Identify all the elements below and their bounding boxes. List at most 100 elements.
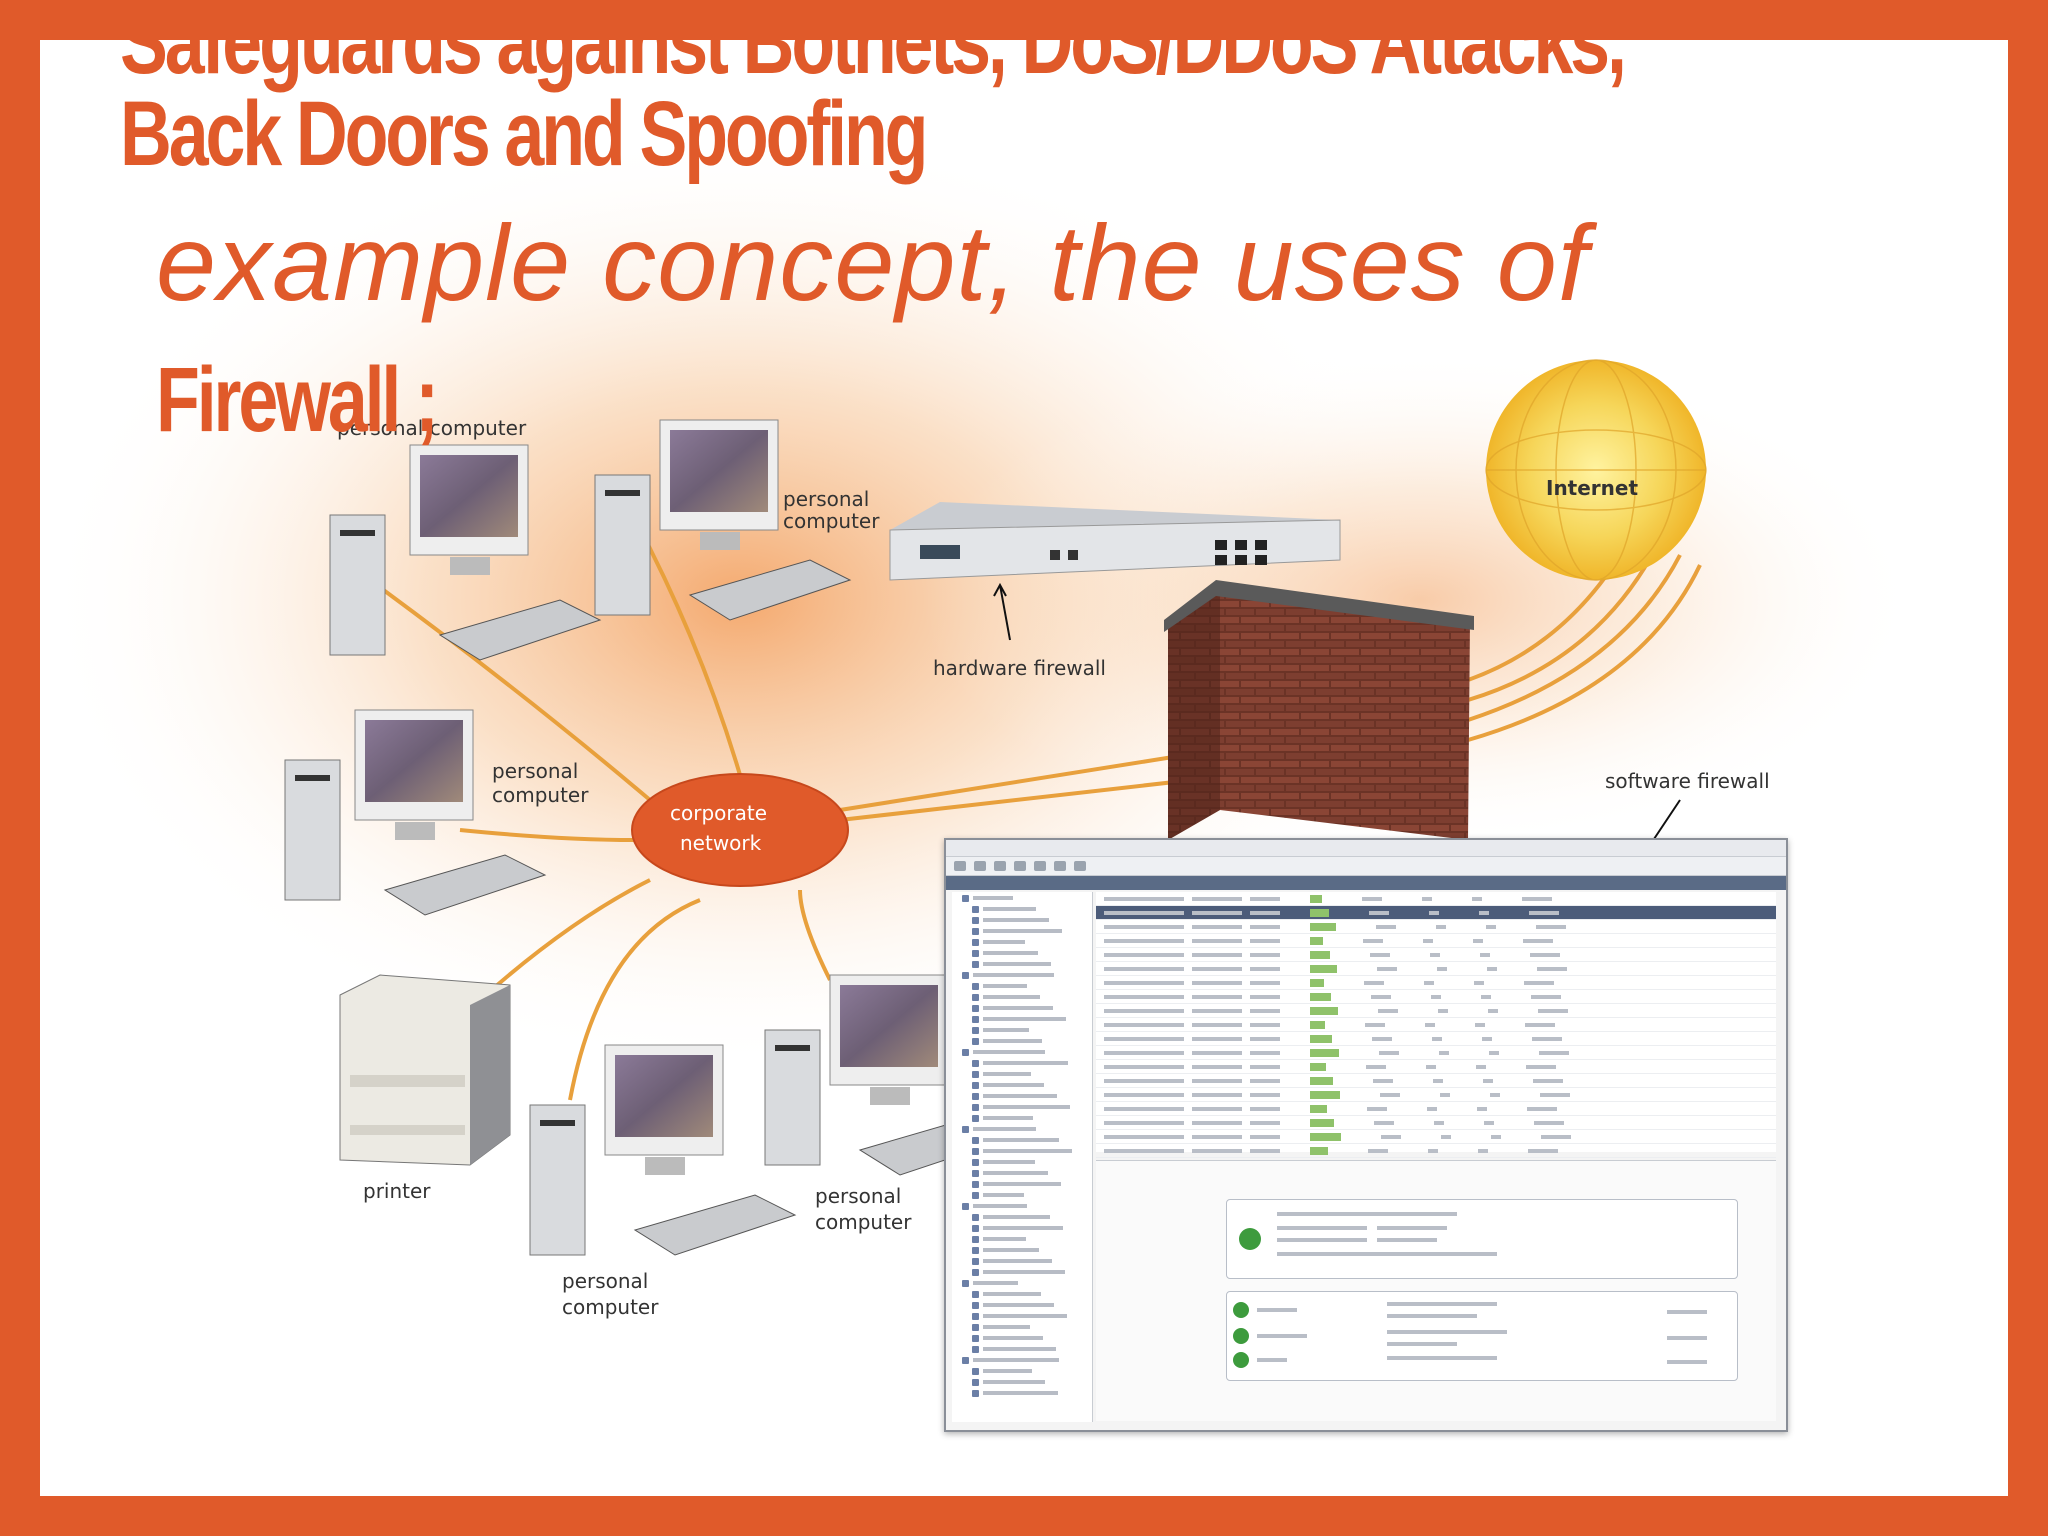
window-table-panel	[1096, 892, 1776, 1158]
detail-card-status	[1226, 1291, 1738, 1381]
tree-row	[972, 904, 1092, 914]
internet-label: Internet	[1546, 476, 1638, 500]
tree-row	[972, 1168, 1092, 1178]
tree-row	[972, 1300, 1092, 1310]
tree-row	[972, 1311, 1092, 1321]
tree-row	[972, 1025, 1092, 1035]
tree-row	[972, 1179, 1092, 1189]
window-tree-panel	[952, 892, 1093, 1422]
table-row	[1096, 990, 1776, 1004]
tree-row	[962, 1278, 1092, 1288]
tree-row	[972, 1190, 1092, 1200]
table-row	[1096, 1018, 1776, 1032]
tree-row	[962, 1201, 1092, 1211]
pc-label-top-mid-1: personal	[783, 487, 869, 511]
tree-row	[962, 1047, 1092, 1057]
printer-label: printer	[363, 1179, 431, 1203]
computer-icon	[529, 1044, 797, 1256]
table-row	[1096, 892, 1776, 906]
tree-row	[972, 981, 1092, 991]
slide-subtitle: example concept, the uses of	[156, 202, 1589, 323]
pc-label-bottom-right-1: personal	[815, 1184, 901, 1208]
pc-label-top-mid-2: computer	[783, 509, 880, 533]
pc-label-mid-left-2: computer	[492, 783, 589, 807]
hardware-firewall-arrow	[993, 582, 1011, 641]
table-row	[1096, 1032, 1776, 1046]
table-row	[1096, 920, 1776, 934]
window-detail-panel	[1096, 1160, 1776, 1421]
pc-label-top-left: personal computer	[337, 416, 527, 440]
hardware-firewall-label: hardware firewall	[933, 656, 1106, 680]
tree-row	[962, 1355, 1092, 1365]
tree-row	[972, 1212, 1092, 1222]
hub-label-line2: network	[680, 831, 762, 855]
brick-wall-icon	[1164, 580, 1474, 840]
table-row	[1096, 1074, 1776, 1088]
hardware-firewall-device	[889, 502, 1341, 581]
tree-row	[972, 1146, 1092, 1156]
table-row	[1096, 1144, 1776, 1158]
tree-row	[972, 959, 1092, 969]
tree-row	[972, 1267, 1092, 1277]
table-row	[1096, 1102, 1776, 1116]
tree-row	[972, 1135, 1092, 1145]
slide-canvas: Internet hardware firewall	[40, 40, 2008, 1496]
tree-row	[962, 1124, 1092, 1134]
tree-row	[972, 948, 1092, 958]
tree-row	[972, 1157, 1092, 1167]
tree-row	[962, 893, 1092, 903]
tree-row	[972, 1091, 1092, 1101]
window-toolbar	[946, 857, 1786, 876]
software-firewall-label: software firewall	[1605, 769, 1770, 793]
firewall-diagram: Internet hardware firewall	[40, 130, 1920, 1319]
tree-row	[972, 915, 1092, 925]
tree-row	[972, 1333, 1092, 1343]
table-row	[1096, 1088, 1776, 1102]
table-row	[1096, 976, 1776, 990]
tree-row	[972, 1102, 1092, 1112]
tree-row	[972, 1377, 1092, 1387]
tree-row	[972, 937, 1092, 947]
window-menubar	[946, 840, 1786, 857]
table-row	[1096, 1116, 1776, 1130]
table-row	[1096, 934, 1776, 948]
tree-row	[972, 1256, 1092, 1266]
tree-row	[972, 1388, 1092, 1398]
tree-row	[972, 1234, 1092, 1244]
table-row	[1096, 906, 1776, 920]
tree-row	[972, 1245, 1092, 1255]
tree-row	[962, 970, 1092, 980]
hub-label-line1: corporate	[670, 801, 767, 825]
table-row	[1096, 962, 1776, 976]
tree-row	[972, 1344, 1092, 1354]
tree-row	[972, 1058, 1092, 1068]
computer-icon	[329, 444, 602, 661]
tree-row	[972, 1080, 1092, 1090]
tree-row	[972, 1036, 1092, 1046]
tree-row	[972, 1289, 1092, 1299]
tree-row	[972, 1014, 1092, 1024]
tree-row	[972, 1366, 1092, 1376]
tree-row	[972, 992, 1092, 1002]
computer-icon	[284, 709, 547, 916]
tree-row	[972, 1322, 1092, 1332]
pc-label-bottom-mid-1: personal	[562, 1269, 648, 1293]
table-row	[1096, 1060, 1776, 1074]
tree-row	[972, 1223, 1092, 1233]
internet-globe	[1485, 359, 1707, 581]
table-row	[1096, 948, 1776, 962]
computer-icon	[594, 419, 852, 621]
pc-label-bottom-right-2: computer	[815, 1210, 912, 1234]
software-firewall-window	[944, 838, 1788, 1432]
pc-label-mid-left-1: personal	[492, 759, 578, 783]
tree-row	[972, 1113, 1092, 1123]
corporate-network-node	[631, 773, 849, 887]
tree-row	[972, 1003, 1092, 1013]
slide-title-line2: Back Doors and Spoofing	[120, 83, 928, 185]
printer-icon	[339, 974, 511, 1166]
window-header-strip	[946, 876, 1786, 890]
table-row	[1096, 1130, 1776, 1144]
tree-row	[972, 1069, 1092, 1079]
table-row	[1096, 1046, 1776, 1060]
